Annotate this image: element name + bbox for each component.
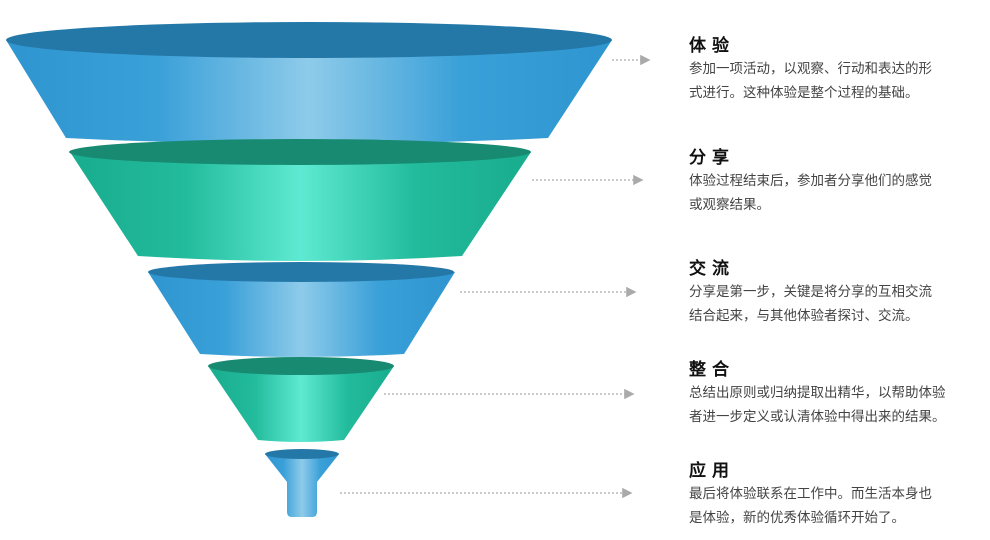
stage-desc-line: 式进行。这种体验是整个过程的基础。: [689, 85, 919, 101]
funnel-layer-3: [148, 262, 455, 357]
stage-desc-line: 总结出原则或归纳提取出精华，以帮助体验: [689, 385, 946, 401]
funnel-layer-4: [208, 357, 394, 442]
stage-integrate: 整合 总结出原则或归纳提取出精华，以帮助体验 者进一步定义或认清体验中得出来的结…: [689, 359, 989, 429]
stage-title: 应用: [689, 461, 735, 481]
stage-communicate: 交流 分享是第一步，关键是将分享的互相交流 结合起来，与其他体验者探讨、交流。: [689, 258, 989, 328]
stage-desc-line: 者进一步定义或认清体验中得出来的结果。: [689, 409, 946, 425]
stage-experience: 体验 参加一项活动，以观察、行动和表达的形 式进行。这种体验是整个过程的基础。: [689, 35, 989, 105]
stage-desc-line: 是体验，新的优秀体验循环开始了。: [689, 510, 905, 526]
stage-desc-line: 分享是第一步，关键是将分享的互相交流: [689, 284, 932, 300]
stage-title: 交流: [689, 259, 735, 279]
stage-desc-line: 参加一项活动，以观察、行动和表达的形: [689, 61, 932, 77]
stage-desc-line: 体验过程结束后，参加者分享他们的感觉: [689, 173, 932, 189]
stage-share: 分享 体验过程结束后，参加者分享他们的感觉 或观察结果。: [689, 147, 989, 217]
stage-title: 体验: [689, 36, 735, 56]
stage-desc-line: 或观察结果。: [689, 197, 770, 213]
stage-title: 分享: [689, 148, 735, 168]
funnel-layer-1: [6, 22, 612, 144]
stage-apply: 应用 最后将体验联系在工作中。而生活本身也 是体验，新的优秀体验循环开始了。: [689, 460, 989, 530]
stage-desc-line: 结合起来，与其他体验者探讨、交流。: [689, 308, 919, 324]
stage-desc-line: 最后将体验联系在工作中。而生活本身也: [689, 486, 932, 502]
funnel-layer-5: [265, 449, 339, 517]
stage-title: 整合: [689, 360, 735, 380]
funnel-layer-2: [69, 139, 531, 261]
